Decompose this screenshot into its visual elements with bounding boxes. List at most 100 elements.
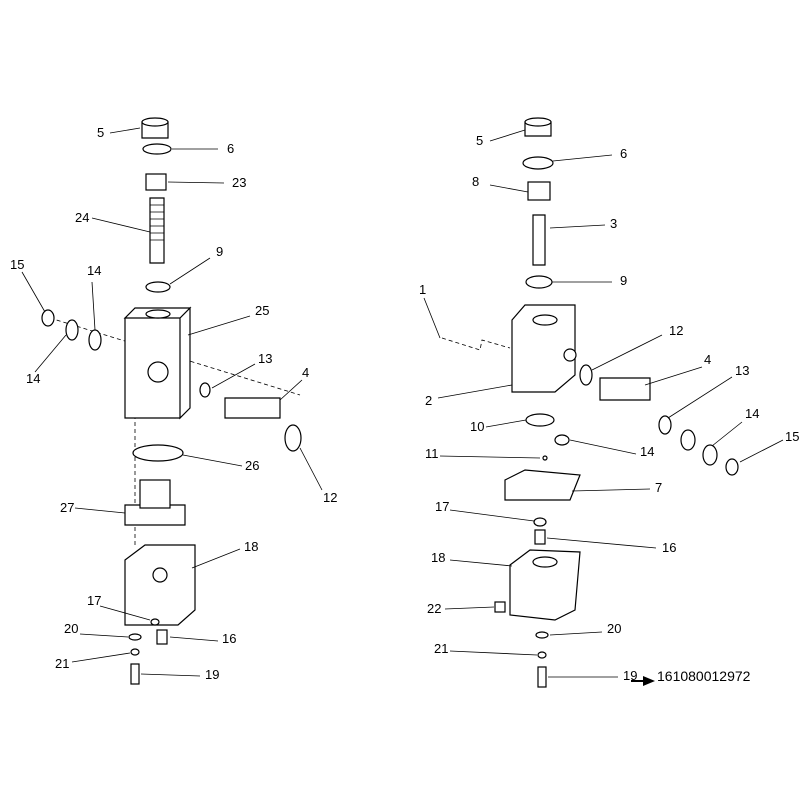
leader-line xyxy=(591,334,663,371)
pin-3 xyxy=(532,214,546,266)
right-callout-label: 3 xyxy=(610,216,617,231)
ring-14 xyxy=(680,429,696,451)
ring-15 xyxy=(41,309,55,327)
o-ring-12 xyxy=(284,424,302,452)
left-callout-label: 18 xyxy=(244,539,258,554)
leader-line xyxy=(449,509,535,522)
left-assembly xyxy=(41,117,302,685)
leader-line xyxy=(71,652,131,663)
leader-line xyxy=(711,421,743,447)
right-callout-label: 2 xyxy=(425,393,432,408)
o-ring-10 xyxy=(525,413,555,427)
left-callout-label: 13 xyxy=(258,351,272,366)
left-callout-label: 17 xyxy=(87,593,101,608)
leader-line xyxy=(739,439,784,463)
left-callout-label: 16 xyxy=(222,631,236,646)
left-callout-label: 20 xyxy=(64,621,78,636)
leader-line xyxy=(489,184,529,193)
leader-line xyxy=(449,650,538,656)
right-callout-label: 22 xyxy=(427,601,441,616)
bolt-19 xyxy=(130,663,140,685)
washer-20 xyxy=(128,633,142,641)
ring-13 xyxy=(658,415,672,435)
leader-line xyxy=(546,537,657,549)
left-callout-label: 14 xyxy=(26,371,40,386)
left-callout-label: 21 xyxy=(55,656,69,671)
leader-line xyxy=(79,633,129,638)
right-callout-label: 20 xyxy=(607,621,621,636)
right-callout-label: 14 xyxy=(745,406,759,421)
left-callout-label: 4 xyxy=(302,365,309,380)
right-callout-label: 19 xyxy=(623,668,637,683)
right-callout-label: 12 xyxy=(669,323,683,338)
sleeve-8 xyxy=(527,181,551,201)
leader-line xyxy=(187,315,251,336)
right-callout-label: 7 xyxy=(655,480,662,495)
right-callout-label: 5 xyxy=(476,133,483,148)
leader-line xyxy=(444,606,495,610)
washer-20 xyxy=(535,631,549,639)
ring-21 xyxy=(537,651,547,659)
arrow-right-icon xyxy=(631,676,655,686)
left-callout-label: 5 xyxy=(97,125,104,140)
leader-line xyxy=(449,559,513,567)
leader-line xyxy=(552,154,613,162)
plug-22 xyxy=(494,601,506,613)
valve-body-2 xyxy=(511,304,576,393)
leader-line xyxy=(182,454,243,467)
right-callout-label: 9 xyxy=(620,273,627,288)
left-callout-label: 27 xyxy=(60,500,74,515)
leader-line xyxy=(439,455,541,459)
seal-9 xyxy=(525,275,553,289)
right-callout-label: 10 xyxy=(470,419,484,434)
right-callout-label: 1 xyxy=(419,282,426,297)
right-callout-label: 6 xyxy=(620,146,627,161)
left-callout-label: 6 xyxy=(227,141,234,156)
left-callout-label: 23 xyxy=(232,175,246,190)
fitting-16 xyxy=(156,629,168,645)
washer-17 xyxy=(533,517,547,527)
right-callout-label: 13 xyxy=(735,363,749,378)
ring-14 xyxy=(65,319,79,341)
reference-number: 161080012972 xyxy=(657,668,751,684)
leader-line xyxy=(299,447,323,491)
ring-21 xyxy=(130,648,140,656)
seal-9 xyxy=(145,281,171,293)
spool-4 xyxy=(599,377,651,401)
bracket-18 xyxy=(124,544,196,626)
leader-line xyxy=(74,507,126,514)
leader-line xyxy=(169,257,211,285)
leader-line xyxy=(279,379,303,401)
right-callout-label: 18 xyxy=(431,550,445,565)
leader-line xyxy=(569,439,637,455)
leader-line xyxy=(91,281,96,331)
left-callout-label: 15 xyxy=(10,257,24,272)
fitting-16 xyxy=(534,529,546,545)
ring-15 xyxy=(725,458,739,476)
left-callout-label: 19 xyxy=(205,667,219,682)
left-callout-label: 25 xyxy=(255,303,269,318)
right-assembly xyxy=(441,117,739,688)
leader-line xyxy=(167,181,225,184)
o-ring-6 xyxy=(142,143,172,155)
spring-24 xyxy=(149,197,165,264)
leader-line xyxy=(667,376,733,419)
leader-line xyxy=(423,297,441,339)
leader-line xyxy=(437,384,513,399)
leader-line xyxy=(21,271,46,313)
right-callout-label: 14 xyxy=(640,444,654,459)
leader-line xyxy=(191,548,241,569)
leader-line xyxy=(571,488,651,492)
right-callout-label: 8 xyxy=(472,174,479,189)
left-callout-label: 14 xyxy=(87,263,101,278)
ring-13 xyxy=(199,382,211,398)
right-callout-label: 16 xyxy=(662,540,676,555)
left-callout-label: 9 xyxy=(216,244,223,259)
leader-line xyxy=(169,636,219,642)
leader-line xyxy=(91,217,151,233)
plate-7 xyxy=(504,469,581,501)
right-callout-label: 21 xyxy=(434,641,448,656)
left-callout-label: 24 xyxy=(75,210,89,225)
